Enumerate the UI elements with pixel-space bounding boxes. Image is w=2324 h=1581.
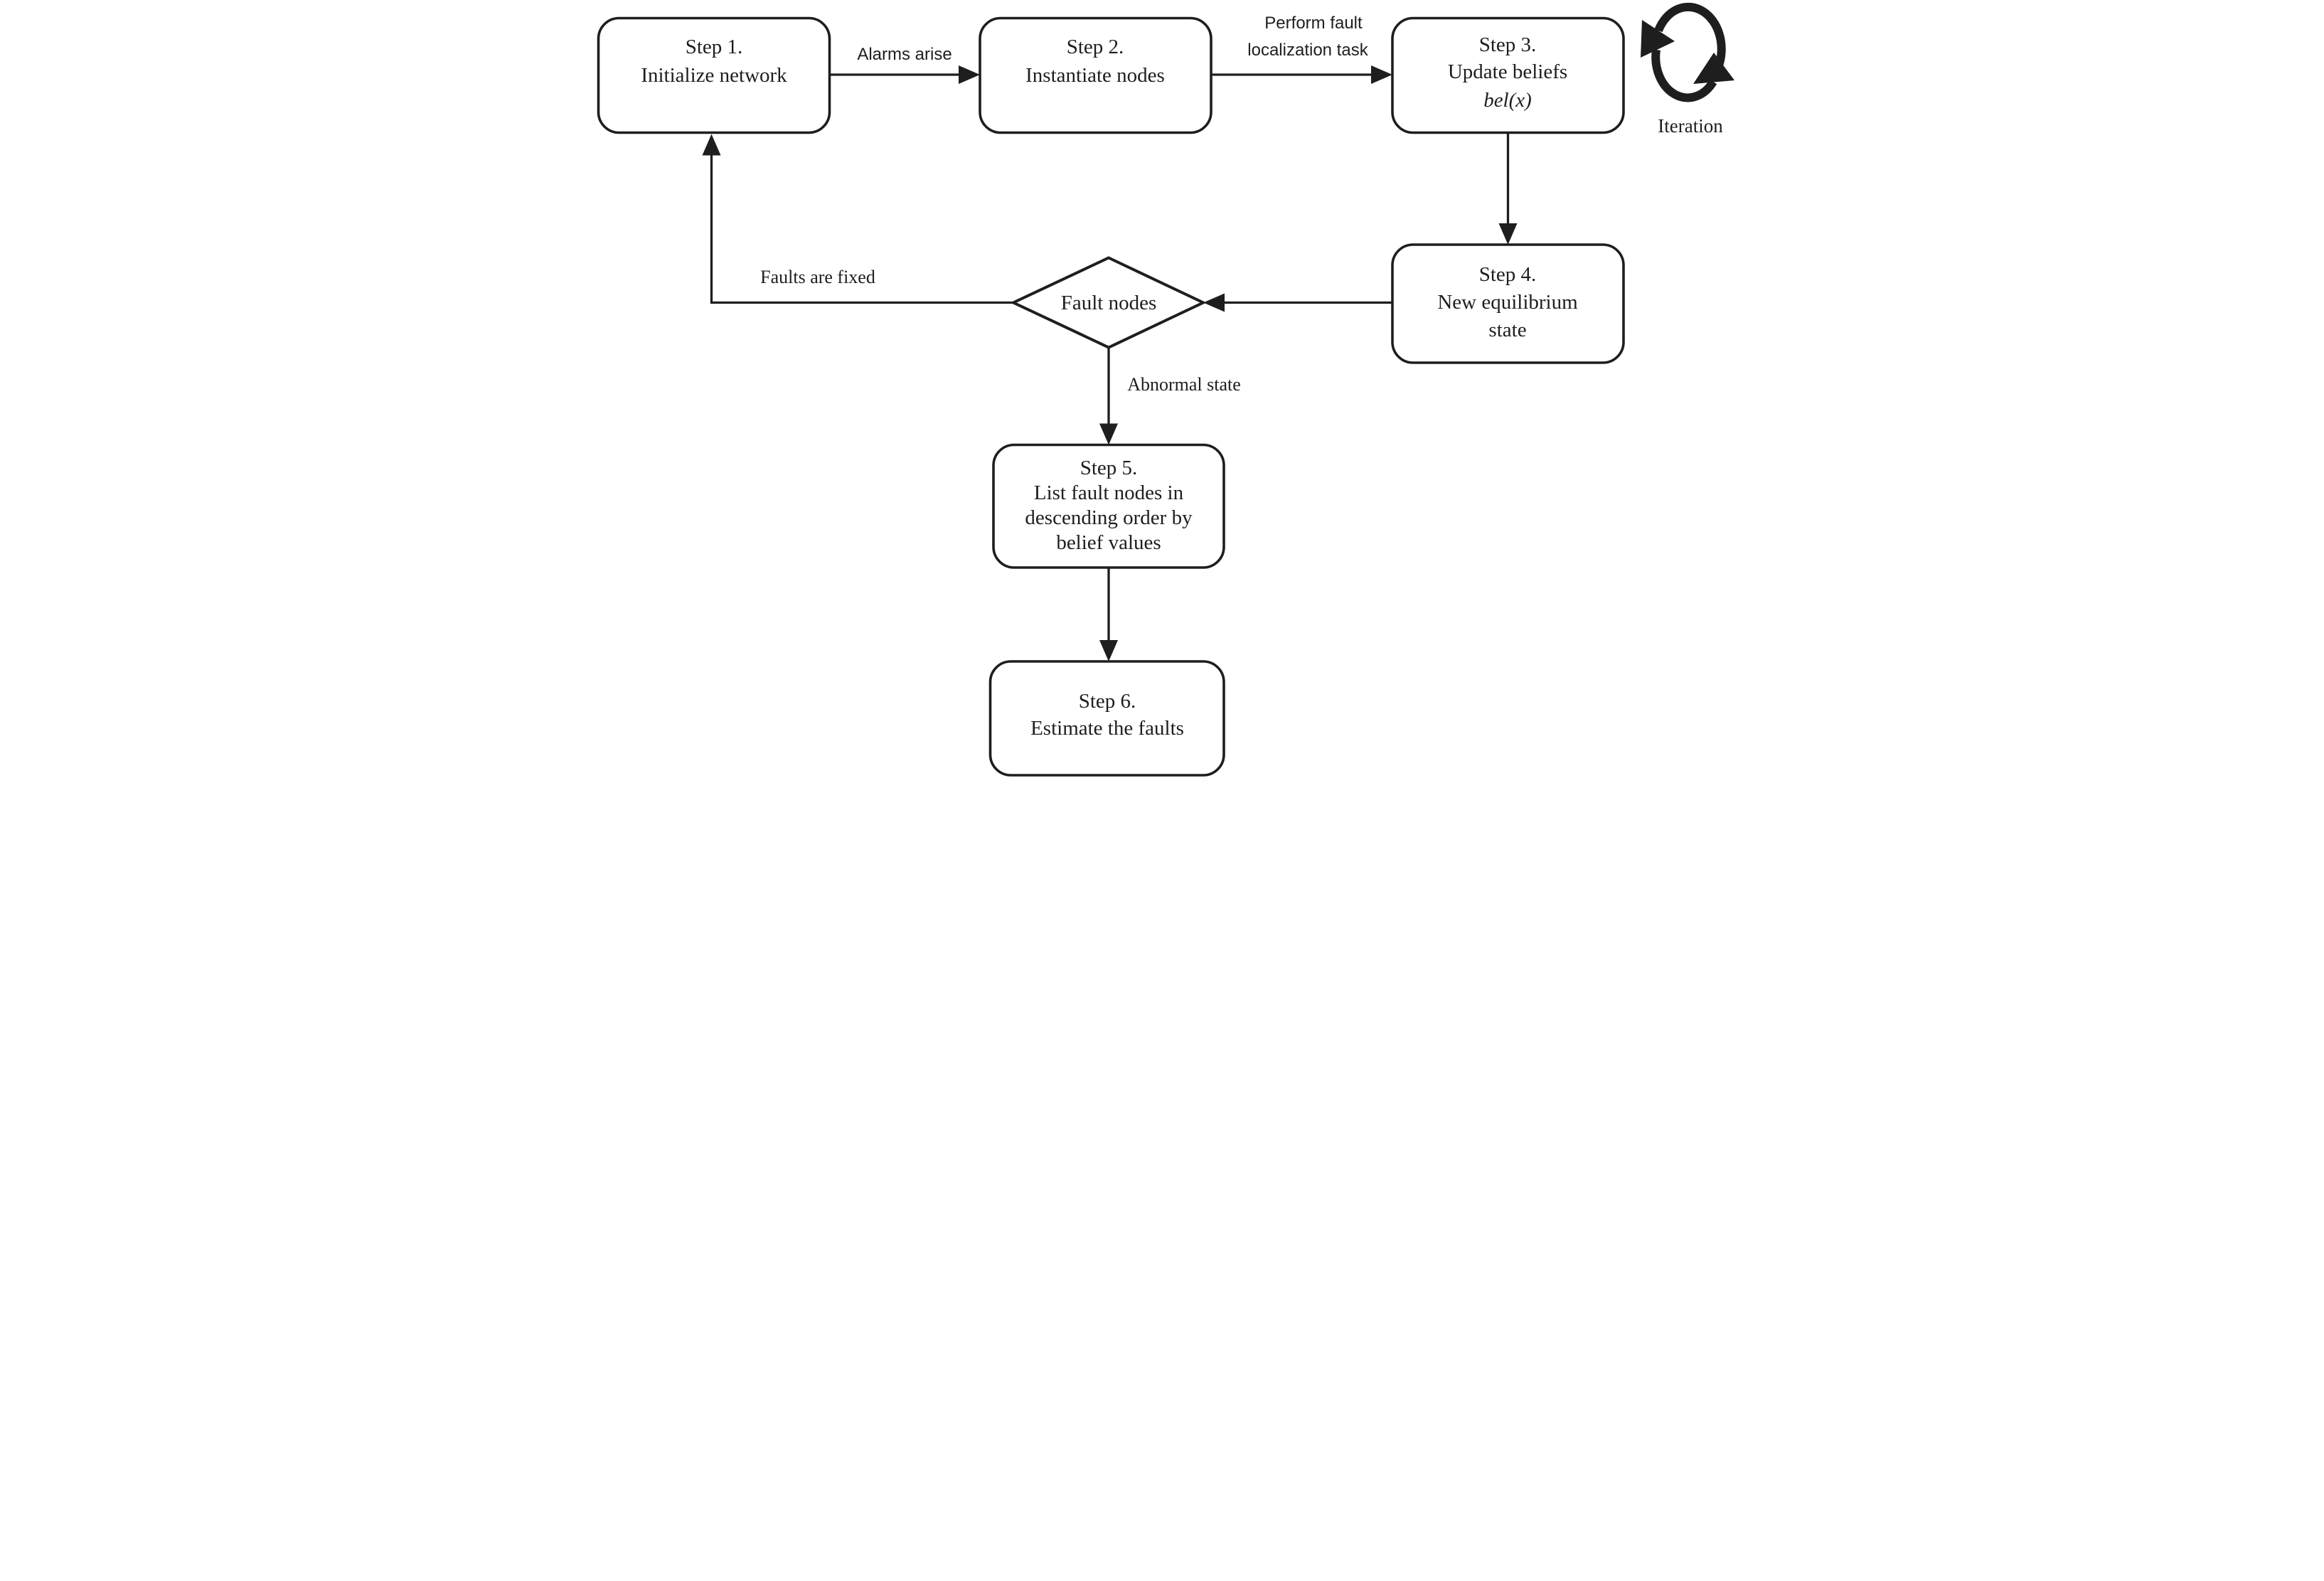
cycle-arrowhead-up-icon (1693, 53, 1734, 84)
perform-fault-label-line1: Perform fault (1264, 14, 1363, 33)
perform-fault-label-line2: localization task (1247, 41, 1368, 60)
step6-label-line2: Estimate the faults (1030, 717, 1184, 740)
step5-label-line3: descending order by (1025, 506, 1193, 529)
decision-label: Fault nodes (1061, 292, 1157, 314)
flowchart-canvas: Step 1. Initialize network Step 2. Insta… (597, 2, 1734, 777)
cycle-arc-bottom (1651, 49, 1717, 102)
arrow-step1-to-step2: Alarms arise (829, 45, 980, 84)
arrow-step4-to-decision (1203, 293, 1392, 312)
step6-label-line1: Step 6. (1079, 690, 1136, 713)
arrow-step3-to-step4 (1498, 132, 1518, 245)
step4-label-line1: Step 4. (1479, 263, 1537, 286)
arrow-step2-step3-head (1371, 65, 1392, 84)
step2-label-line2: Instantiate nodes (1025, 64, 1165, 87)
step3-label-line2: Update beliefs (1448, 60, 1567, 83)
arrow-step1-step2-head (959, 65, 980, 84)
arrow-step3-step4-head (1498, 223, 1518, 245)
step5-label-line2: List fault nodes in (1034, 481, 1184, 504)
step5-label-line4: belief values (1056, 531, 1161, 554)
arrow-step5-step6-head (1099, 640, 1118, 661)
cycle-arc-top (1654, 2, 1726, 70)
arrow-decision-to-step5: Abnormal state (1099, 347, 1241, 445)
step5-label-line1: Step 5. (1080, 457, 1138, 479)
arrow-decision-to-step1: Faults are fixed (702, 134, 1013, 304)
arrow-decision-step5-head (1099, 423, 1118, 445)
cycle-arrows-icon (1641, 2, 1734, 102)
faults-are-fixed-label: Faults are fixed (760, 267, 875, 287)
arrow-decision-step1-head (702, 134, 721, 156)
step1-label-line2: Initialize network (641, 64, 787, 87)
node-step3: Step 3. Update beliefs bel(x) (1391, 16, 1625, 134)
node-step4: Step 4. New equilibrium state (1391, 243, 1625, 364)
flowchart-figure: Step 1. Initialize network Step 2. Insta… (581, 0, 1743, 791)
arrow-step2-to-step3: Perform fault localization task (1211, 14, 1392, 84)
step2-label-line1: Step 2. (1067, 36, 1124, 58)
step3-label-line1: Step 3. (1479, 33, 1537, 56)
node-decision: Fault nodes (1010, 256, 1207, 349)
node-step1: Step 1. Initialize network (597, 16, 831, 134)
step3-formula: bel(x) (1483, 89, 1532, 112)
step4-label-line2: New equilibrium (1437, 291, 1578, 314)
iteration-indicator: Iteration (1641, 2, 1734, 137)
arrow-step5-to-step6 (1099, 568, 1118, 661)
iteration-label: Iteration (1658, 115, 1723, 137)
arrow-decision-step1-line (710, 153, 1013, 304)
cycle-arrowhead-down-icon (1641, 20, 1675, 58)
step4-label-line3: state (1488, 319, 1526, 341)
abnormal-state-label: Abnormal state (1127, 374, 1241, 395)
node-step2: Step 2. Instantiate nodes (979, 16, 1212, 134)
arrow-step4-decision-head (1203, 293, 1225, 312)
node-step6: Step 6. Estimate the faults (988, 660, 1225, 777)
alarms-arise-label: Alarms arise (857, 45, 952, 64)
step1-label-line1: Step 1. (686, 36, 743, 58)
node-step5: Step 5. List fault nodes in descending o… (992, 443, 1225, 569)
step6-box (988, 660, 1225, 777)
